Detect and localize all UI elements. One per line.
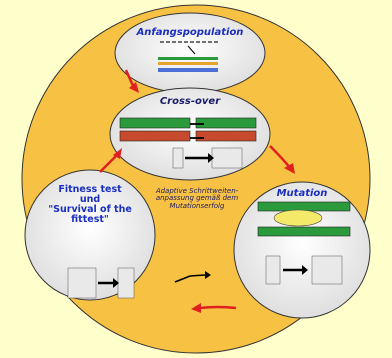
- center-arrows: [174, 271, 211, 283]
- crossover-label: Cross-over: [159, 96, 221, 107]
- center-caption: Adaptive Schrittweiten- anpassung gemäß …: [138, 187, 256, 210]
- center-line-2: anpassung gemäß dem: [155, 194, 239, 203]
- mutation-label: Mutation: [276, 188, 328, 199]
- fitness-bubble: [24, 169, 156, 301]
- mutation-graphic: [257, 201, 351, 285]
- fitness-graphic: [67, 267, 135, 299]
- center-line-3: Mutationserfolg: [169, 201, 225, 210]
- crossover-graphic: [119, 117, 257, 169]
- fitness-line-3: "Survival of the: [48, 203, 132, 215]
- anfangspopulation-bubble: [114, 12, 266, 94]
- anfangspopulation-label: Anfangspopulation: [136, 27, 244, 38]
- fitness-line-2: und: [79, 193, 101, 205]
- center-line-1: Adaptive Schrittweiten-: [155, 187, 239, 195]
- fitness-line-4: fittest": [71, 213, 109, 225]
- fitness-label: Fitness test und "Survival of the fittes…: [40, 185, 140, 225]
- cycle-arrowheads: [113, 82, 295, 313]
- fitness-line-1: Fitness test: [58, 184, 122, 195]
- population-graphic: [158, 41, 220, 72]
